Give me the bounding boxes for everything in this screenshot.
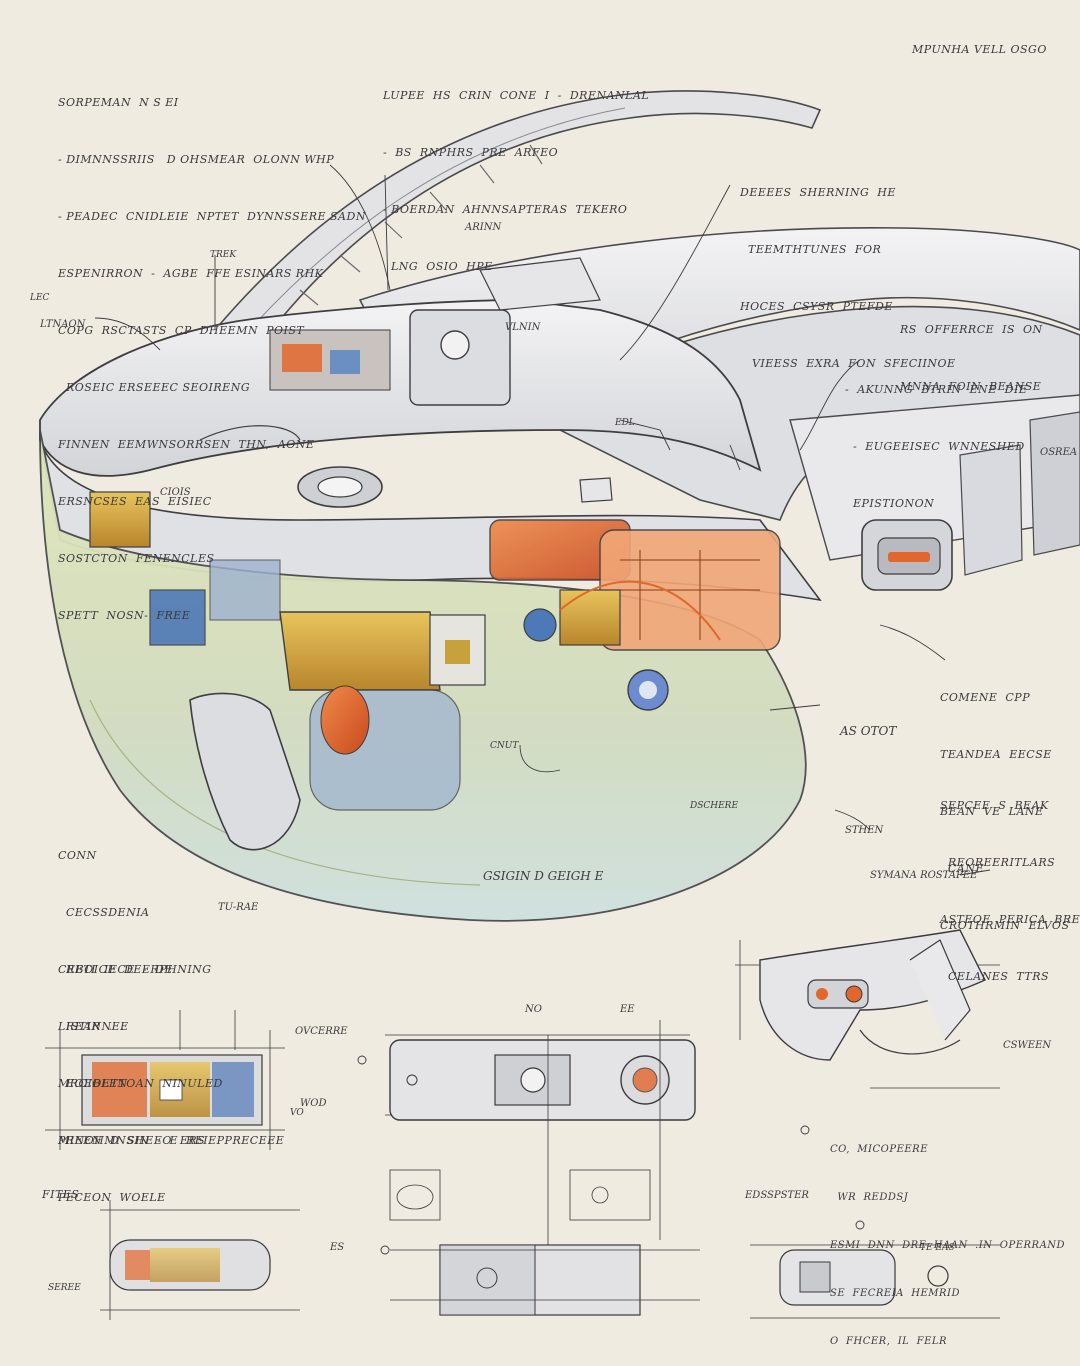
detail-view-right-iso [735,929,1000,1089]
note-top-right: MPUNHA VELL OSGO [912,43,1047,56]
note-line: CELANES TTRS [940,970,1050,983]
note-line: ESMI DNN DRE HAAN .IN OPERRAND [830,1240,1066,1251]
label-sor: TE EAS [920,1243,955,1253]
label-ccup: CSWEEN [1003,1040,1052,1051]
label-ro-note: SYMANA ROSTAPEE [870,870,978,881]
label-trek: TREK [210,250,237,260]
note-line: COMENE CPP [940,691,1031,704]
note-line: CROTHRMIN ELVOS [940,919,1070,932]
note-line: FINNEN EEMWNSORRSEN THN, AONE [58,438,315,451]
detail-view-side-section [45,1010,285,1150]
note-line: - DIMNNSSRIIS D OHSMEAR OLONN WHP [58,153,335,166]
note-line: CANE [940,862,985,875]
note-line: - BOERDAN AHNNSAPTERAS TEKERO [383,203,628,216]
note-line: COPG RSCTASTS CP DHEEMN POIST [58,324,305,337]
note-line: WR REDDSJ [830,1192,909,1203]
note-line: O FHCER, IL FELR [830,1336,948,1347]
note-line: HOCES CSYSR PTEFDE [740,300,893,313]
note-line: SE FECREIA HEMRID [830,1288,961,1299]
headset-blueprint: GSIGIN D GEIGH E VLNIN CIOIS OSREA NO EE… [29,90,1080,1320]
note-line: CONN [58,849,97,862]
callout-markers [357,1055,865,1255]
note-line: RS OFFERRCE IS ON [900,323,1043,336]
note-line: LISTINNEE [58,1020,129,1033]
notes-right-5: SEPCEE S BEAK REOREERITLARS ASTEOE PERIC… [940,758,1080,1005]
note-line: BEAN VE LANE [940,805,1044,818]
note-line: - BS RNPHRS PRE ARFEO [383,146,559,159]
note-line: MINOHMNSIN - E REIEPPRECEEE [58,1134,285,1147]
label-ebu: EDL [614,418,635,428]
notes-top-left: SORPEMAN N S EI - DIMNNSSRIIS D OHSMEAR … [58,55,366,644]
note-line: LNG OSIO HPE [383,260,493,273]
note-line: SPETT NOSN- FREE [58,609,191,622]
dim-no: NO [524,1004,542,1015]
notes-right-4: COMENE CPP TEANDEA EECSE BEAN VE LANE CA… [940,650,1070,954]
note-line: PECEON WOELE [58,1191,166,1204]
label-thra: TU-RAE [218,902,259,913]
label-arinn: ARINN [464,222,502,233]
note-line: TEEMTHTUNES FOR [740,243,882,256]
note-line: EOEBLEN [58,1077,128,1090]
note-line: REAR . . [58,1020,125,1033]
internal-components [89,477,781,811]
detail-view-bottom-left [100,1200,300,1320]
notes-top-center: LUPEE HS CRIN CONE I - DRENANLAL - BS RN… [383,48,649,295]
label-ebss: EDSSPSTER [744,1190,809,1201]
label-cnut: CNUT [490,741,519,751]
note-line: - AKUNNG BTRIN ENE DIE [845,383,1028,396]
label-asotb: AS OTOT [839,724,897,738]
note-line: REOREERITLARS [940,856,1056,869]
detail-view-bottom-right [750,1244,1000,1319]
notes-right-1: DEEEES SHERNING HE TEEMTHTUNES FOR HOCES… [740,145,956,392]
note-line: ROSEIC ERSEEEC SEOIRENG [58,381,251,394]
dim-wo: WOD [300,1098,327,1109]
note-line: MRCIOETTOAN NINULED [58,1077,223,1090]
note-line: PREEN D SHEEO ERS [58,1134,206,1147]
note-line: ERSNCSES EAS EISIEC [58,495,212,508]
notes-right-3: - AKUNNG BTRIN ENE DIE - EUGEEISEC WNNES… [845,342,1027,532]
detail-view-bottom-center [390,1244,700,1316]
side-mark: OSREA [1040,447,1077,458]
leader-lines [94,164,991,876]
note-line: DEEEES SHERNING HE [740,186,896,199]
dim-ee: EE [619,1004,635,1015]
lens-text: GSIGIN D GEIGH E [483,869,604,883]
notes-right-2: RS OFFERRCE IS ON MNNA FOIN BEANSE [900,282,1043,415]
note-line: RETI IECE - DE [58,963,173,976]
note-line: LUPEE HS CRIN CONE I - DRENANLAL [383,89,650,102]
note-line: CO, MICOPEERE [830,1144,928,1155]
dim-vo: VO [290,1108,304,1118]
detail-view-center-front [385,1020,696,1280]
note-line: - EUGEEISEC WNNESHED [845,440,1025,453]
note-line: CEBOICE DEERPHNING [58,963,212,976]
label-ree: SEREE [48,1283,81,1293]
note-line: TEANDEA EECSE [940,748,1052,761]
notes-left-1: CONN CECSSDENIA RETI IECE - DE LISTINNEE… [58,808,205,1169]
note-line: MNNA FOIN BEANSE [900,380,1042,393]
note-line: ASTEOE PERICA BREO [940,913,1080,926]
label-ltnaon: LTNAON [39,319,87,330]
note-line: ESPENIRRON - AGBE FFE ESINARS RHK [58,267,324,280]
dim-oc: OVCERRE [295,1026,348,1037]
notes-left-2: CEBOICE DEERPHNING REAR . . MRCIOETTOAN … [58,922,284,1226]
brand-mark: VLNIN [505,322,542,333]
note-bottom-left: FITES [42,1188,80,1201]
note-line: VIEESS EXRA FON SFECIINOE [740,357,956,370]
note-line: EPISTIONON [845,497,935,510]
note-line: CECSSDENIA [58,906,150,919]
note-line: SORPEMAN N S EI [58,96,179,109]
note-line: SOSTCTON FENENCLES [58,552,215,565]
note-line: - PEADEC CNIDLEIE NPTET DYNNSSERE SADN [58,210,366,223]
note-line: SEPCEE S BEAK [940,799,1049,812]
dim-es: ES [329,1242,344,1253]
front-mark: CIOIS [160,487,191,498]
label-stn: STHEN [845,825,885,836]
label-lec: LEC [29,293,50,303]
nose-bridge [189,692,301,851]
label-ds: DSCHERE [689,801,738,811]
